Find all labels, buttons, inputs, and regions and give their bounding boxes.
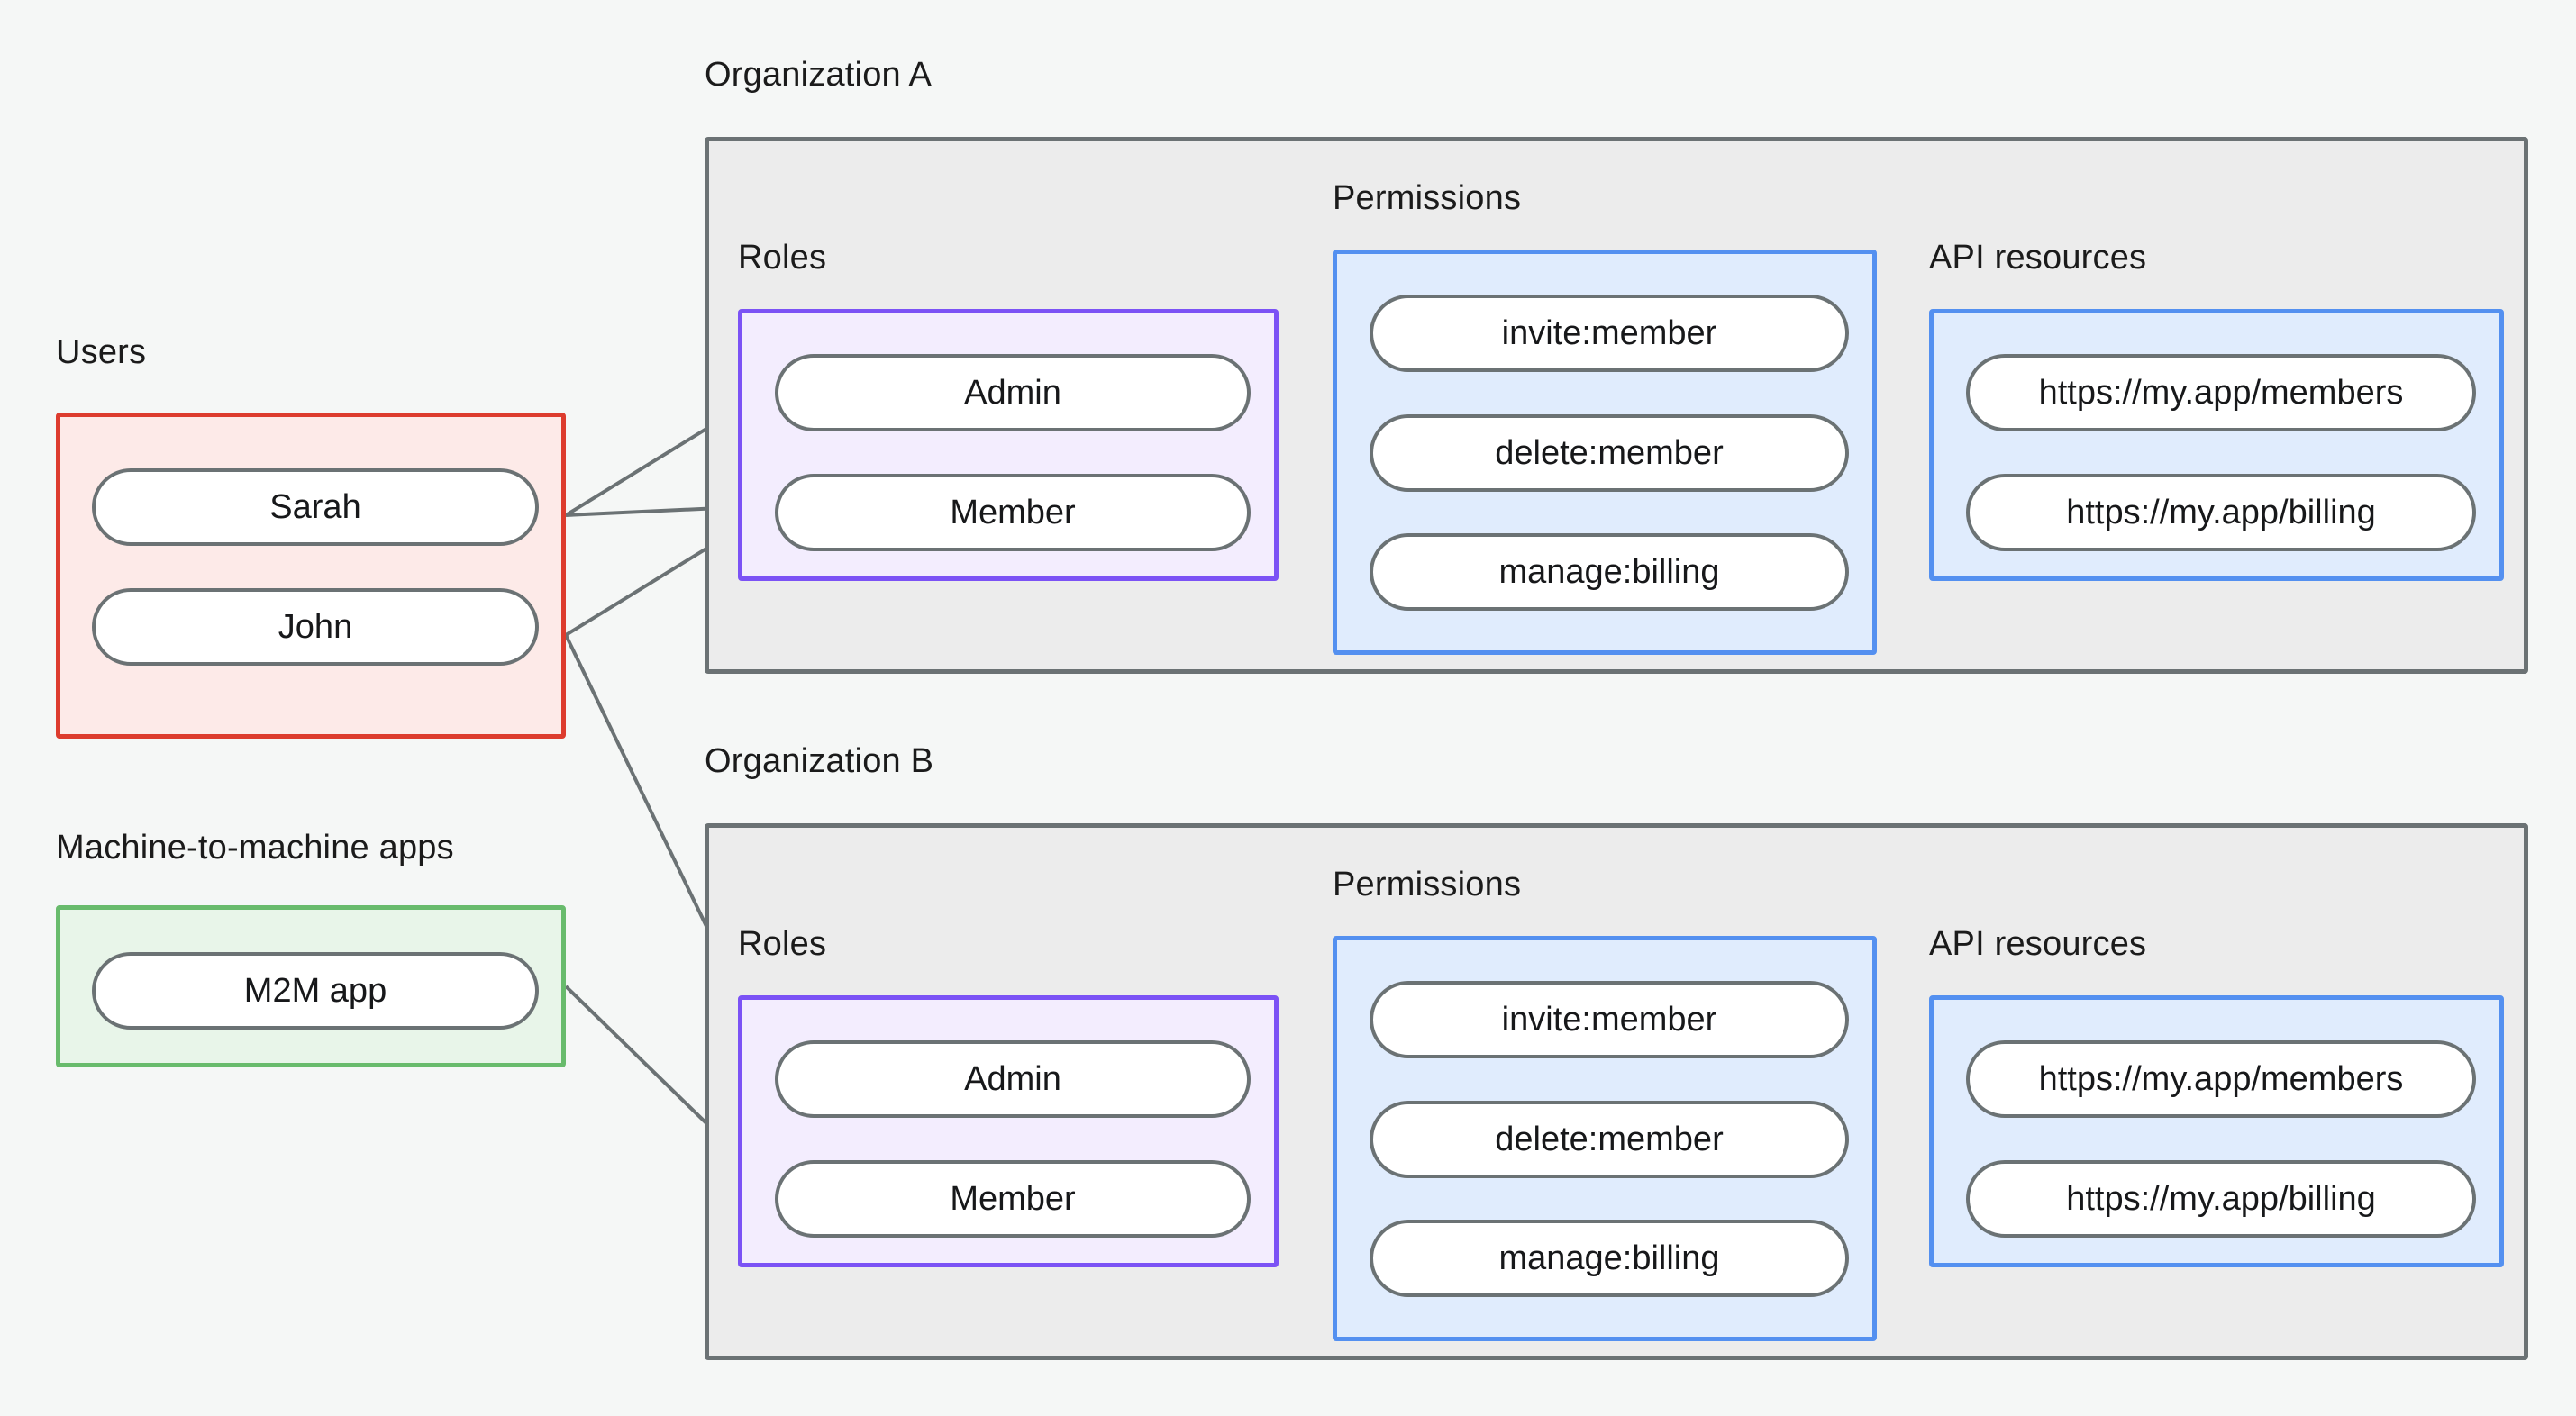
orga-role-pill-admin[interactable]: Admin <box>775 354 1251 431</box>
orgb-role-pill-admin[interactable]: Admin <box>775 1040 1251 1118</box>
orga-role-pill-member[interactable]: Member <box>775 474 1251 551</box>
orga-api-resources-container: https://my.app/members https://my.app/bi… <box>1929 309 2504 581</box>
orga-permissions-container: invite:member delete:member manage:billi… <box>1333 250 1877 655</box>
orgb-permission-pill-invite-member[interactable]: invite:member <box>1370 981 1849 1058</box>
orga-roles-label: Roles <box>738 239 827 277</box>
organization-b-label: Organization B <box>705 742 934 780</box>
orgb-permissions-label: Permissions <box>1333 866 1522 903</box>
orga-api-pill-billing[interactable]: https://my.app/billing <box>1966 474 2476 551</box>
users-container: Sarah John <box>56 413 566 739</box>
m2m-pill-app[interactable]: M2M app <box>92 952 539 1030</box>
orgb-permissions-container: invite:member delete:member manage:billi… <box>1333 936 1877 1341</box>
organization-b-container: Roles Admin Member Permissions invite:me… <box>705 823 2528 1360</box>
orgb-api-pill-members[interactable]: https://my.app/members <box>1966 1040 2476 1118</box>
orgb-roles-container: Admin Member <box>738 995 1279 1267</box>
organization-a-label: Organization A <box>705 56 933 94</box>
orgb-permission-pill-delete-member[interactable]: delete:member <box>1370 1101 1849 1178</box>
users-group-label: Users <box>56 333 147 371</box>
orga-api-pill-members[interactable]: https://my.app/members <box>1966 354 2476 431</box>
orgb-role-pill-member[interactable]: Member <box>775 1160 1251 1238</box>
orgb-api-resources-label: API resources <box>1929 925 2147 963</box>
orgb-roles-label: Roles <box>738 925 827 963</box>
m2m-container: M2M app <box>56 905 566 1067</box>
orgb-permission-pill-manage-billing[interactable]: manage:billing <box>1370 1220 1849 1297</box>
organization-a-container: Roles Admin Member Permissions invite:me… <box>705 137 2528 674</box>
orga-permission-pill-delete-member[interactable]: delete:member <box>1370 414 1849 492</box>
orgb-api-pill-billing[interactable]: https://my.app/billing <box>1966 1160 2476 1238</box>
user-pill-sarah[interactable]: Sarah <box>92 468 539 546</box>
orga-api-resources-label: API resources <box>1929 239 2147 277</box>
m2m-group-label: Machine-to-machine apps <box>56 829 454 867</box>
orga-permissions-label: Permissions <box>1333 179 1522 217</box>
orgb-api-resources-container: https://my.app/members https://my.app/bi… <box>1929 995 2504 1267</box>
user-pill-john[interactable]: John <box>92 588 539 666</box>
orga-permission-pill-manage-billing[interactable]: manage:billing <box>1370 533 1849 611</box>
orga-roles-container: Admin Member <box>738 309 1279 581</box>
orga-permission-pill-invite-member[interactable]: invite:member <box>1370 295 1849 372</box>
